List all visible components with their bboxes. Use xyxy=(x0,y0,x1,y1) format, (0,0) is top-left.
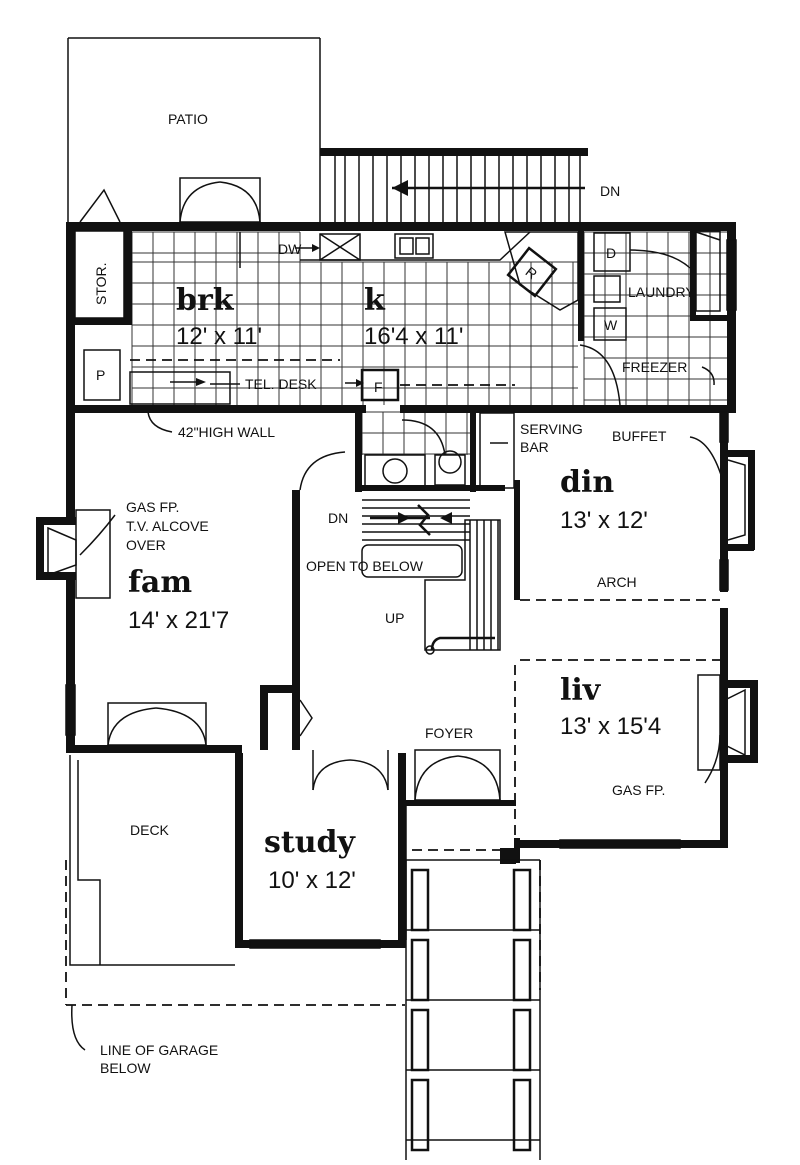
arch-label: ARCH xyxy=(597,574,637,590)
freezer-label: FREEZER xyxy=(622,359,687,375)
tel-desk-label: TEL. DESK xyxy=(245,376,317,392)
dw-label: DW xyxy=(278,241,302,257)
dryer-label: D xyxy=(606,245,616,261)
high-wall-label: 42"HIGH WALL xyxy=(178,424,275,440)
over-label: OVER xyxy=(126,537,166,553)
dn-top-label: DN xyxy=(600,183,620,199)
patio xyxy=(67,37,321,225)
garage-label-1: LINE OF GARAGE xyxy=(100,1042,218,1058)
room-din-dims: 13' x 12' xyxy=(560,507,648,534)
fridge-label: R xyxy=(523,263,541,282)
room-study-name: study xyxy=(264,825,357,860)
room-brk-name: brk xyxy=(176,283,235,318)
pantry-label: P xyxy=(96,367,105,383)
room-k-dims: 16'4 x 11' xyxy=(364,323,463,350)
walls xyxy=(36,222,758,948)
serving-label: SERVING xyxy=(520,421,583,437)
room-brk-dims: 12' x 11' xyxy=(176,323,262,350)
washer-label: W xyxy=(604,317,618,333)
room-k-name: k xyxy=(364,283,386,318)
room-din-name: din xyxy=(560,465,614,500)
room-liv-name: liv xyxy=(560,673,602,708)
deck-label: DECK xyxy=(130,822,170,838)
room-fam-dims: 14' x 21'7 xyxy=(128,607,229,634)
labels: PATIO DN STOR. DW LAUNDRY FREEZER TEL. D… xyxy=(93,111,695,1076)
room-liv-dims: 13' x 15'4 xyxy=(560,713,661,740)
fridge-f-label: F xyxy=(374,379,383,395)
dn-stair-label: DN xyxy=(328,510,348,526)
laundry-label: LAUNDRY xyxy=(628,284,695,300)
gas-fp-liv-label: GAS FP. xyxy=(612,782,665,798)
exterior-stair xyxy=(320,148,588,222)
details xyxy=(47,177,746,1160)
room-study-dims: 10' x 12' xyxy=(268,867,356,894)
garage-label-2: BELOW xyxy=(100,1060,151,1076)
tv-alcove-label: T.V. ALCOVE xyxy=(126,518,209,534)
patio-label: PATIO xyxy=(168,111,208,127)
stor-label: STOR. xyxy=(93,262,109,305)
room-fam-name: fam xyxy=(128,565,192,600)
open-to-below-label: OPEN TO BELOW xyxy=(306,558,424,574)
bar-label: BAR xyxy=(520,439,549,455)
up-label: UP xyxy=(385,610,404,626)
buffet-label: BUFFET xyxy=(612,428,667,444)
tile-floor xyxy=(131,231,727,455)
foyer-label: FOYER xyxy=(425,725,473,741)
gas-fp-label: GAS FP. xyxy=(126,499,179,515)
